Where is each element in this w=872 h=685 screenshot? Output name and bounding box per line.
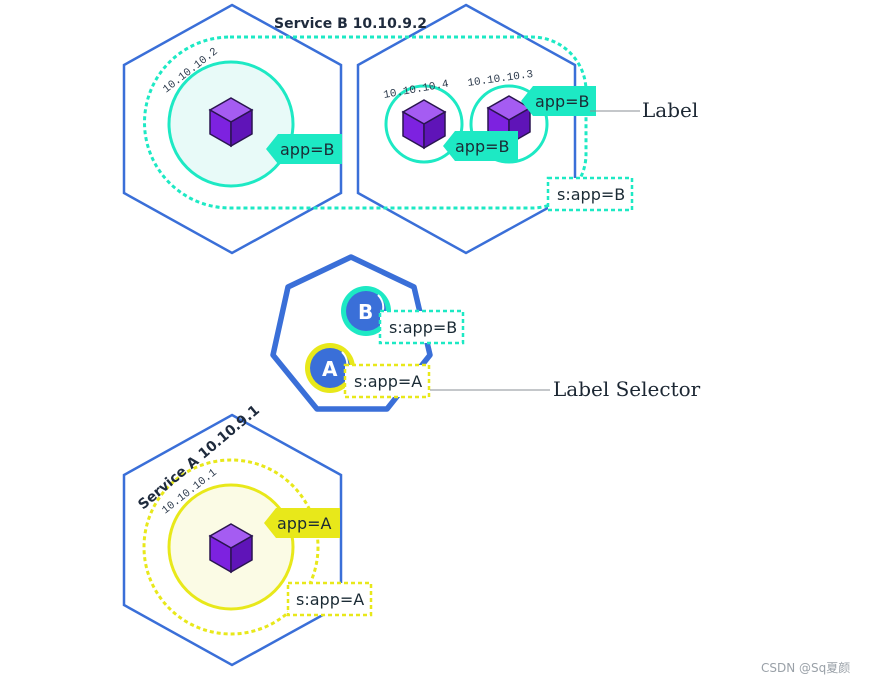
- svg-text:A: A: [322, 357, 338, 381]
- controller-group: B s:app=B A s:app=A: [270, 254, 465, 412]
- svg-text:app=B: app=B: [535, 92, 590, 111]
- selector-tag-a: s:app=A: [286, 581, 373, 617]
- selector-tag-controller-a: s:app=A: [343, 363, 431, 399]
- svg-text:app=A: app=A: [277, 514, 332, 533]
- service-b-title: Service B 10.10.9.2: [274, 16, 427, 32]
- svg-text:app=B: app=B: [455, 137, 510, 156]
- svg-text:s:app=B: s:app=B: [557, 185, 625, 204]
- replicaset-a-icon: A: [305, 343, 355, 393]
- replicaset-b-icon: B: [341, 286, 391, 336]
- label-tag-a1: app=A: [264, 508, 340, 538]
- svg-text:Label Selector: Label Selector: [553, 377, 701, 401]
- label-tag-b3: app=B: [521, 86, 596, 116]
- svg-text:s:app=A: s:app=A: [354, 372, 422, 391]
- label-tag-b1: app=B: [266, 134, 342, 164]
- svg-text:app=B: app=B: [280, 140, 335, 159]
- label-callout: Label: [590, 98, 698, 122]
- label-selector-callout: Label Selector: [430, 377, 701, 401]
- pod-b2-cube-icon: [401, 99, 447, 150]
- pod-b1-cube-icon: [208, 97, 254, 148]
- service-a-boundary: [142, 458, 320, 636]
- selector-tag-b: s:app=B: [546, 176, 634, 212]
- svg-text:s:app=A: s:app=A: [296, 590, 364, 609]
- svg-text:Label: Label: [642, 98, 698, 122]
- svg-text:s:app=B: s:app=B: [389, 318, 457, 337]
- selector-tag-controller-b: s:app=B: [378, 309, 465, 345]
- node-hexagon-right: [356, 3, 577, 255]
- svg-text:B: B: [358, 300, 373, 324]
- service-a-group: Service A 10.10.9.1 10.10.10.1 app=A s:a…: [122, 402, 373, 667]
- service-b-group: Service B 10.10.9.2 10.10.10.2 app=B 10.…: [122, 3, 634, 255]
- label-tag-b2: app=B: [443, 131, 518, 161]
- service-b-boundary: [143, 35, 588, 210]
- pod-a1-cube-icon: [208, 523, 254, 574]
- watermark: CSDN @Sq夏颜: [761, 660, 850, 675]
